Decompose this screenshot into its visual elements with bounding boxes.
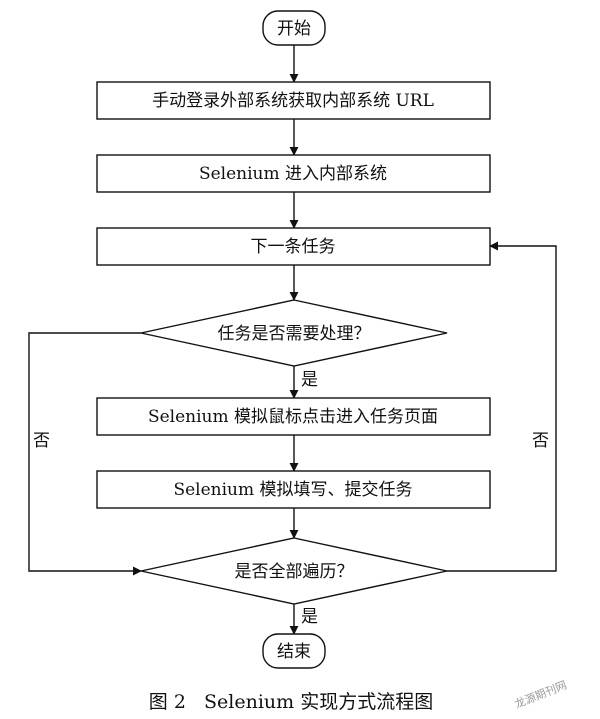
end-terminal bbox=[262, 633, 326, 669]
process-step-next-task-label: 下一条任务 bbox=[251, 237, 336, 257]
process-step-click-task-label: Selenium 模拟鼠标点击进入任务页面 bbox=[148, 407, 438, 427]
decision-task-needs-processing-label: 任务是否需要处理？ bbox=[218, 324, 371, 344]
watermark: 龙源期刊网 bbox=[512, 677, 568, 711]
process-step-fill-submit bbox=[96, 470, 491, 509]
decision-all-traversed-label: 是否全部遍历？ bbox=[235, 562, 354, 582]
edge-decision1-no-to-decision2 bbox=[28, 332, 142, 576]
figure-caption: 图 2 Selenium 实现方式流程图 bbox=[149, 691, 433, 713]
process-step-enter-system-label: Selenium 进入内部系统 bbox=[199, 164, 387, 184]
edge-label-yes-2: 是 bbox=[301, 607, 318, 627]
end-label: 结束 bbox=[277, 642, 311, 662]
edge-label-no-1: 否 bbox=[33, 431, 50, 451]
process-step-fill-submit-label: Selenium 模拟填写、提交任务 bbox=[173, 480, 412, 500]
edge-decision2-no-to-next-task bbox=[447, 241, 557, 572]
process-step-login-label: 手动登录外部系统获取内部系统 URL bbox=[152, 91, 434, 111]
edge-label-yes-1: 是 bbox=[301, 370, 318, 390]
start-label: 开始 bbox=[277, 19, 311, 39]
edge-label-no-2: 否 bbox=[532, 431, 549, 451]
process-step-click-task bbox=[96, 397, 491, 436]
process-step-login bbox=[96, 81, 491, 120]
